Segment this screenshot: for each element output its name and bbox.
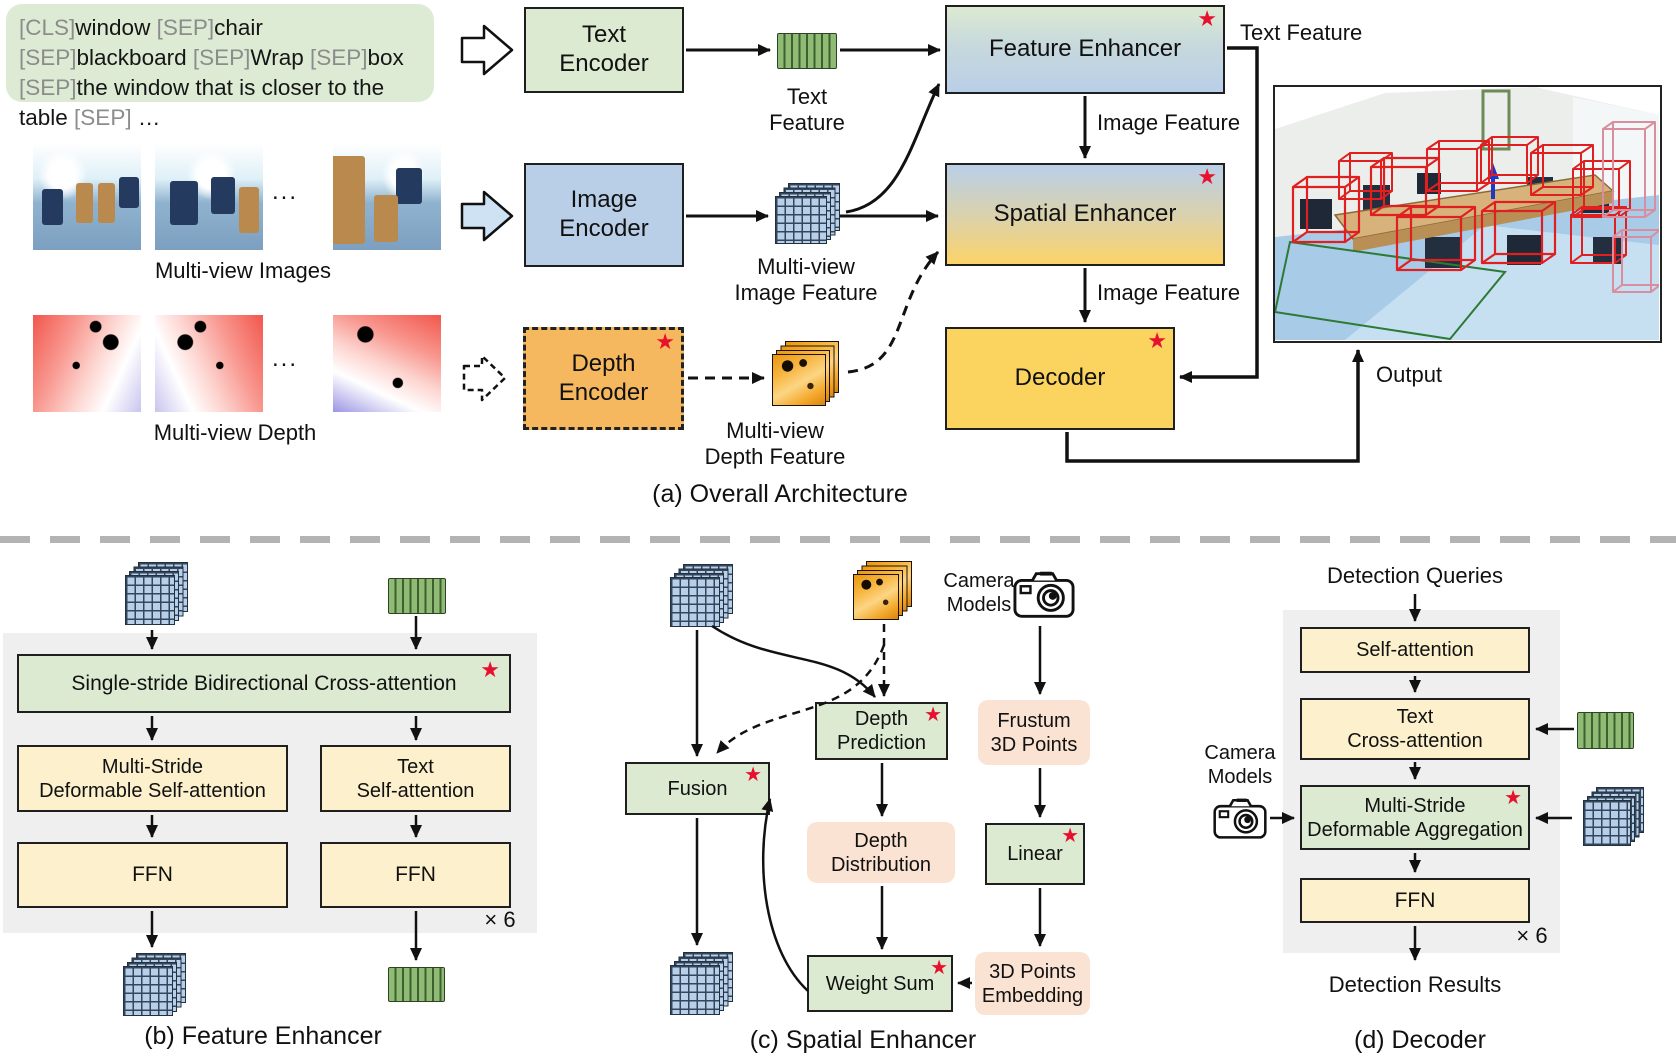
depth-block-arrow bbox=[462, 354, 507, 402]
image-feature-cube-icon bbox=[670, 952, 733, 1015]
multiview-depth-label: Multi-view Depth bbox=[153, 420, 317, 445]
image-encoder-block: Image Encoder bbox=[524, 163, 684, 267]
decoder-block: Decoder★ bbox=[945, 327, 1175, 430]
text-feature-icon bbox=[777, 33, 837, 69]
image-feature-cube-icon bbox=[125, 562, 188, 625]
ffn-block-left: FFN bbox=[17, 842, 288, 908]
text-cross-attention-block: Text Cross-attention bbox=[1300, 698, 1530, 760]
text-feature-label: Text Feature bbox=[769, 84, 845, 135]
multiview-depth-3 bbox=[333, 315, 441, 412]
depth-feature-stack-icon bbox=[772, 341, 839, 406]
depth-ellipsis: ... bbox=[271, 345, 298, 372]
image-feature-label-top: Image Feature bbox=[1097, 110, 1241, 135]
camera-icon bbox=[1013, 565, 1075, 628]
star-icon: ★ bbox=[1197, 6, 1217, 31]
cross-attention-block: Single-stride Bidirectional Cross-attent… bbox=[17, 654, 511, 713]
repeat-x6-label: × 6 bbox=[1516, 923, 1548, 948]
self-attention-block: Self-attention bbox=[1300, 627, 1530, 673]
depth-feature-stack-icon bbox=[853, 561, 912, 620]
images-ellipsis: ... bbox=[271, 178, 298, 205]
text-feature-label-right: Text Feature bbox=[1240, 20, 1363, 45]
image-feature-cube-icon bbox=[1583, 787, 1644, 846]
text-encoder-block: Text Encoder bbox=[524, 7, 684, 93]
detection-results-label: Detection Results bbox=[1328, 972, 1502, 997]
camera-icon bbox=[1213, 795, 1267, 846]
caption-feature-enhancer: (b) Feature Enhancer bbox=[144, 1022, 382, 1050]
ffn-block: FFN bbox=[1300, 878, 1530, 923]
multistride-self-attention-block: Multi-Stride Deformable Self-attention bbox=[17, 745, 288, 812]
multistride-deformable-aggregation-block: Multi-Stride Deformable Aggregation★ bbox=[1300, 785, 1530, 850]
multiview-image-3 bbox=[333, 145, 441, 250]
star-icon: ★ bbox=[655, 329, 675, 354]
multiview-depth-1 bbox=[33, 315, 141, 412]
camera-models-label: Camera Models bbox=[1204, 742, 1276, 788]
star-icon: ★ bbox=[1147, 328, 1167, 353]
multiview-image-1 bbox=[33, 145, 141, 250]
star-icon: ★ bbox=[480, 657, 500, 682]
multiview-depth-2 bbox=[155, 315, 263, 412]
text-prompt-box: [CLS]window [SEP]chair [SEP]blackboard [… bbox=[6, 4, 434, 130]
caption-overall-architecture: (a) Overall Architecture bbox=[652, 480, 908, 508]
output-scene-image bbox=[1273, 85, 1662, 343]
multiview-depth-feature-label: Multi-view Depth Feature bbox=[704, 418, 846, 469]
image-feature-cube-icon bbox=[775, 183, 840, 244]
multiview-image-2 bbox=[155, 145, 263, 250]
images-block-arrow bbox=[460, 190, 514, 242]
star-icon: ★ bbox=[924, 704, 942, 726]
image-feature-cube-icon bbox=[670, 564, 733, 627]
repeat-x6-label: × 6 bbox=[484, 907, 516, 932]
ffn-block-right: FFN bbox=[320, 842, 511, 908]
linear-block: Linear★ bbox=[985, 823, 1085, 885]
feature-enhancer-block: Feature Enhancer★ bbox=[945, 5, 1225, 94]
fusion-block: Fusion★ bbox=[625, 762, 770, 815]
frustum-3d-points-block: Frustum 3D Points bbox=[978, 700, 1090, 765]
star-icon: ★ bbox=[1061, 825, 1079, 847]
caption-decoder: (d) Decoder bbox=[1354, 1026, 1486, 1054]
output-label: Output bbox=[1376, 362, 1443, 387]
prompt-text: [CLS]window [SEP]chair [SEP]blackboard [… bbox=[19, 15, 404, 130]
caption-spatial-enhancer: (c) Spatial Enhancer bbox=[749, 1026, 977, 1054]
depth-encoder-block: Depth Encoder★ bbox=[523, 327, 684, 430]
3d-points-embedding-block: 3D Points Embedding bbox=[975, 952, 1090, 1015]
star-icon: ★ bbox=[1197, 164, 1217, 189]
detection-queries-label: Detection Queries bbox=[1326, 563, 1504, 588]
scene-graphic bbox=[1273, 87, 1661, 341]
multiview-image-feature-label: Multi-view Image Feature bbox=[734, 254, 878, 305]
depth-distribution-block: Depth Distribution bbox=[807, 822, 955, 883]
depth-prediction-block: Depth Prediction★ bbox=[815, 702, 948, 760]
image-feature-cube-icon bbox=[123, 953, 186, 1016]
image-feature-label-mid: Image Feature bbox=[1097, 280, 1241, 305]
star-icon: ★ bbox=[744, 764, 762, 786]
text-feature-icon bbox=[388, 967, 445, 1002]
text-feature-icon bbox=[388, 578, 446, 614]
star-icon: ★ bbox=[930, 957, 948, 979]
text-self-attention-block: Text Self-attention bbox=[320, 745, 511, 812]
camera-models-label: Camera Models bbox=[943, 570, 1015, 616]
star-icon: ★ bbox=[1504, 787, 1522, 809]
text-feature-icon bbox=[1577, 712, 1634, 749]
prompt-block-arrow bbox=[460, 24, 514, 76]
multiview-images-label: Multi-view Images bbox=[154, 258, 332, 283]
weight-sum-block: Weight Sum★ bbox=[807, 955, 953, 1012]
spatial-enhancer-block: Spatial Enhancer★ bbox=[945, 163, 1225, 266]
section-divider bbox=[0, 536, 1676, 543]
